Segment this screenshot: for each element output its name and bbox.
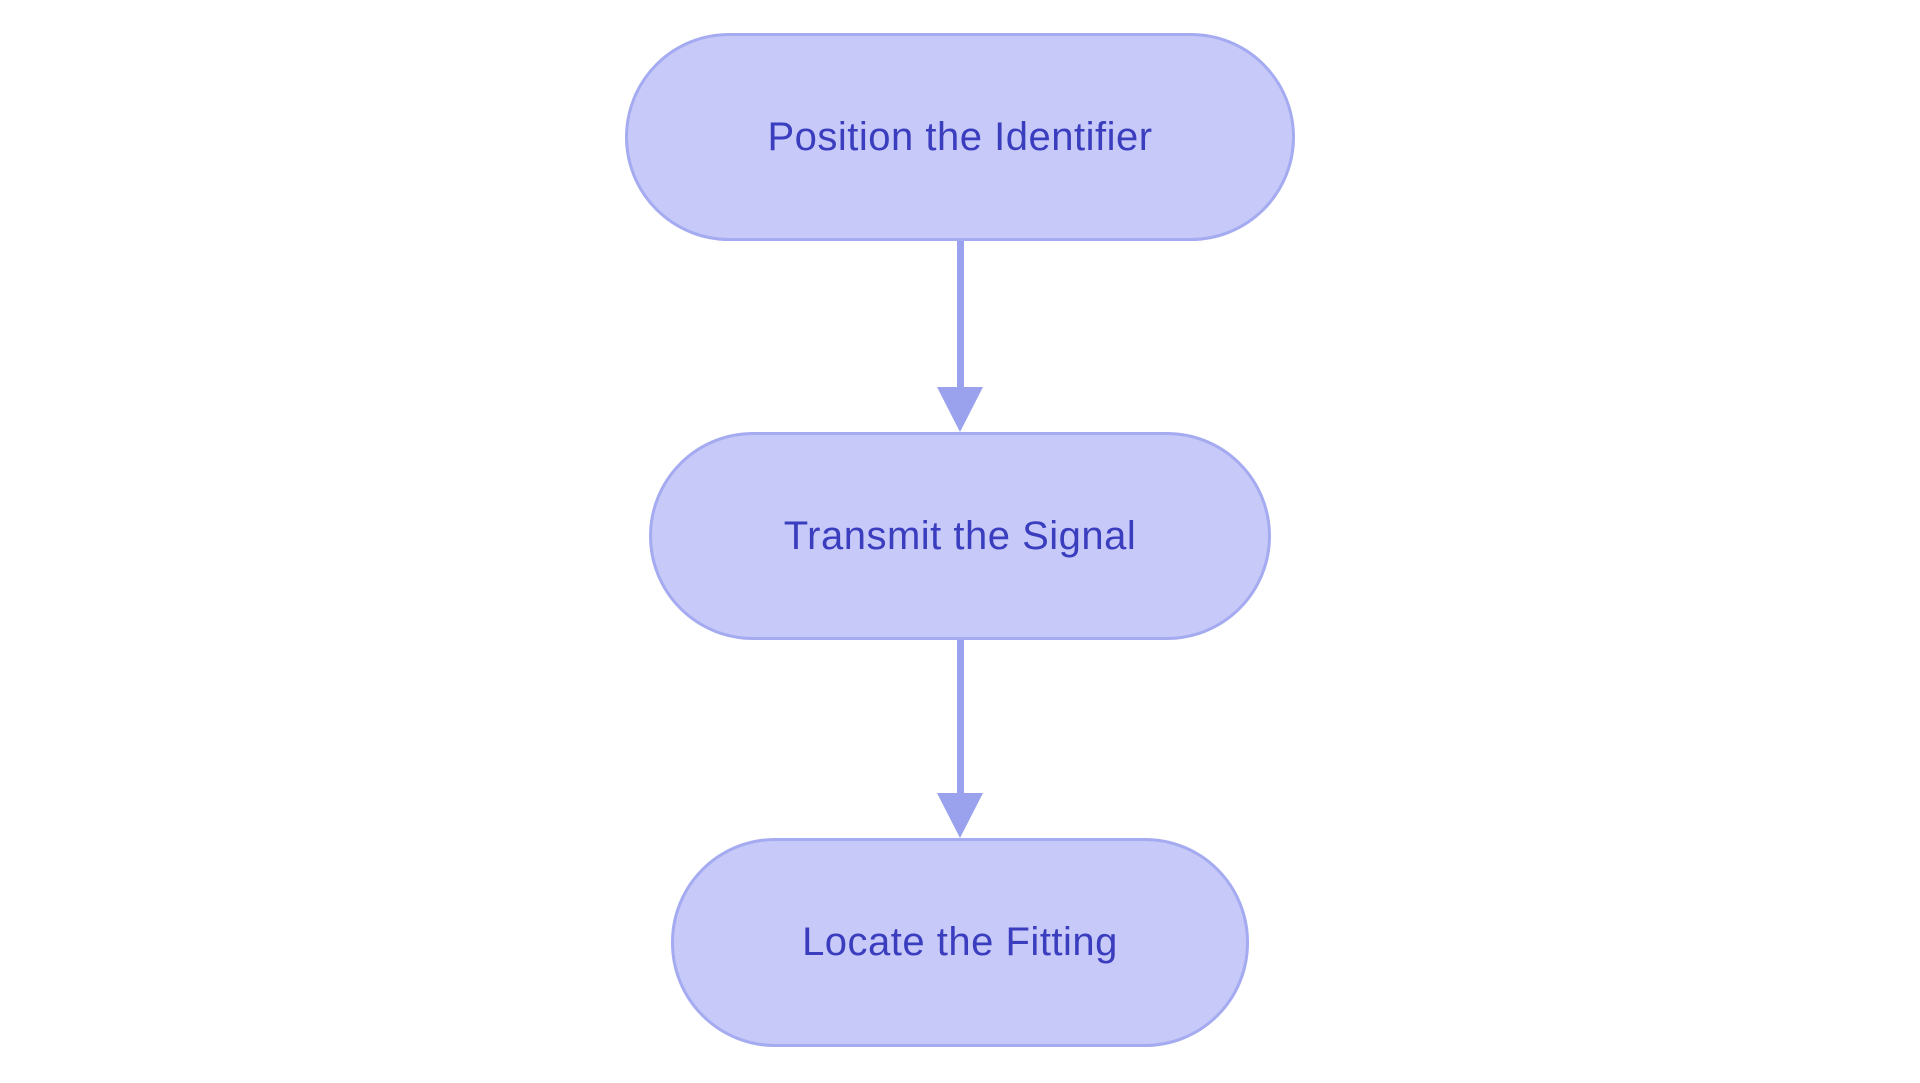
flow-node-locate-the-fitting: Locate the Fitting xyxy=(671,838,1249,1047)
arrow-connector-1 xyxy=(937,241,983,432)
arrow-line xyxy=(956,241,964,387)
arrow-head-down-icon xyxy=(937,793,983,838)
node-label-locate-the-fitting: Locate the Fitting xyxy=(802,920,1118,964)
flow-node-transmit-the-signal: Transmit the Signal xyxy=(649,432,1271,640)
flow-node-position-the-identifier: Position the Identifier xyxy=(625,33,1295,241)
node-label-transmit-the-signal: Transmit the Signal xyxy=(783,513,1137,558)
arrow-head-down-icon xyxy=(937,387,983,432)
node-label-position-the-identifier: Position the Identifier xyxy=(767,114,1153,159)
arrow-connector-2 xyxy=(937,640,983,838)
arrow-line xyxy=(956,640,964,793)
